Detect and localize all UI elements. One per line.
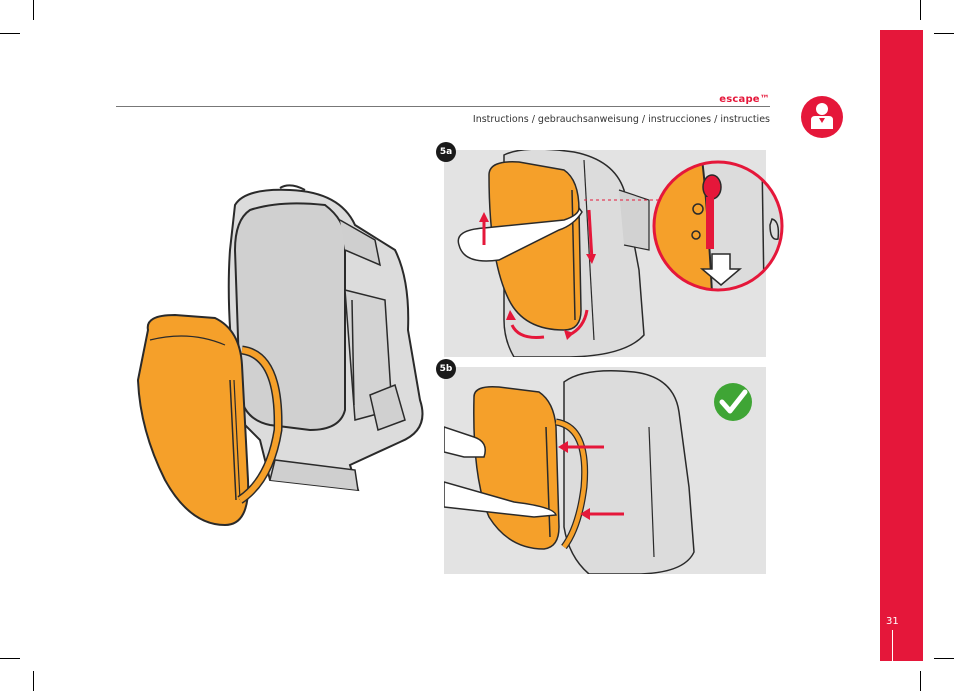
crop-mark xyxy=(33,671,34,691)
page-subtitle: Instructions / gebrauchsanweisung / inst… xyxy=(472,114,770,125)
crop-mark xyxy=(920,0,921,20)
page-number-line xyxy=(892,630,893,661)
crop-mark xyxy=(0,658,20,659)
step-5b-panel xyxy=(444,367,766,574)
crop-mark xyxy=(934,33,954,34)
zipper-detail-zoom xyxy=(652,160,784,292)
checkmark-icon xyxy=(714,383,752,421)
side-bar xyxy=(880,30,923,661)
header-rule xyxy=(116,106,770,107)
crop-mark xyxy=(33,0,34,20)
step-5a-badge: 5a xyxy=(436,142,456,162)
step-5b-badge: 5b xyxy=(436,359,456,379)
crop-mark xyxy=(0,33,20,34)
arrow-down-icon xyxy=(699,253,743,286)
crop-mark xyxy=(934,658,954,659)
brand-name: escape™ xyxy=(719,94,770,105)
crop-mark xyxy=(920,671,921,691)
main-illustration xyxy=(136,184,424,527)
person-icon xyxy=(801,96,843,138)
page-number: 31 xyxy=(886,616,899,627)
